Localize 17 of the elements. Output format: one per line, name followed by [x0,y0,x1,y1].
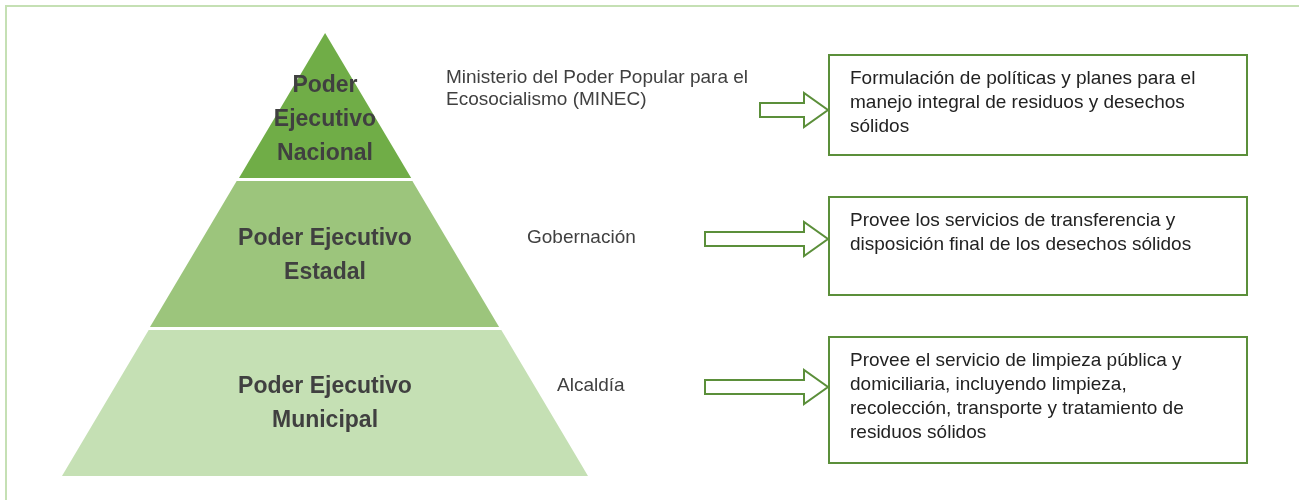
entity-label: Alcaldía [557,374,626,396]
description-text: Formulación de políticas y planes para el manejo integral de residuos y desechos sólidos [850,66,1197,138]
pyramid-level [150,181,500,327]
entity-label: Gobernación [527,226,637,248]
description-box [828,196,1248,296]
block-arrow [704,368,830,406]
level-title: Poder Ejecutivo Municipal [237,371,413,434]
description-box [828,336,1248,464]
block-arrow [704,220,830,258]
description-text: Provee los servicios de transferencia y disposición final de los desechos sólidos [850,208,1193,256]
pyramid-level [238,33,412,178]
entity-label: Ministerio del Poder Popular para el Ecosocialismo (MINEC) [446,66,750,110]
block-arrow [759,91,830,129]
level-title: Poder Ejecutivo Nacional [272,70,378,167]
level-title: Poder Ejecutivo Estadal [237,223,413,286]
description-text: Provee el servicio de limpieza pública y domiciliaria, incluyendo limpieza, recolección, transporte y tratamiento de residuos sólidos [850,348,1185,444]
description-box [828,54,1248,156]
